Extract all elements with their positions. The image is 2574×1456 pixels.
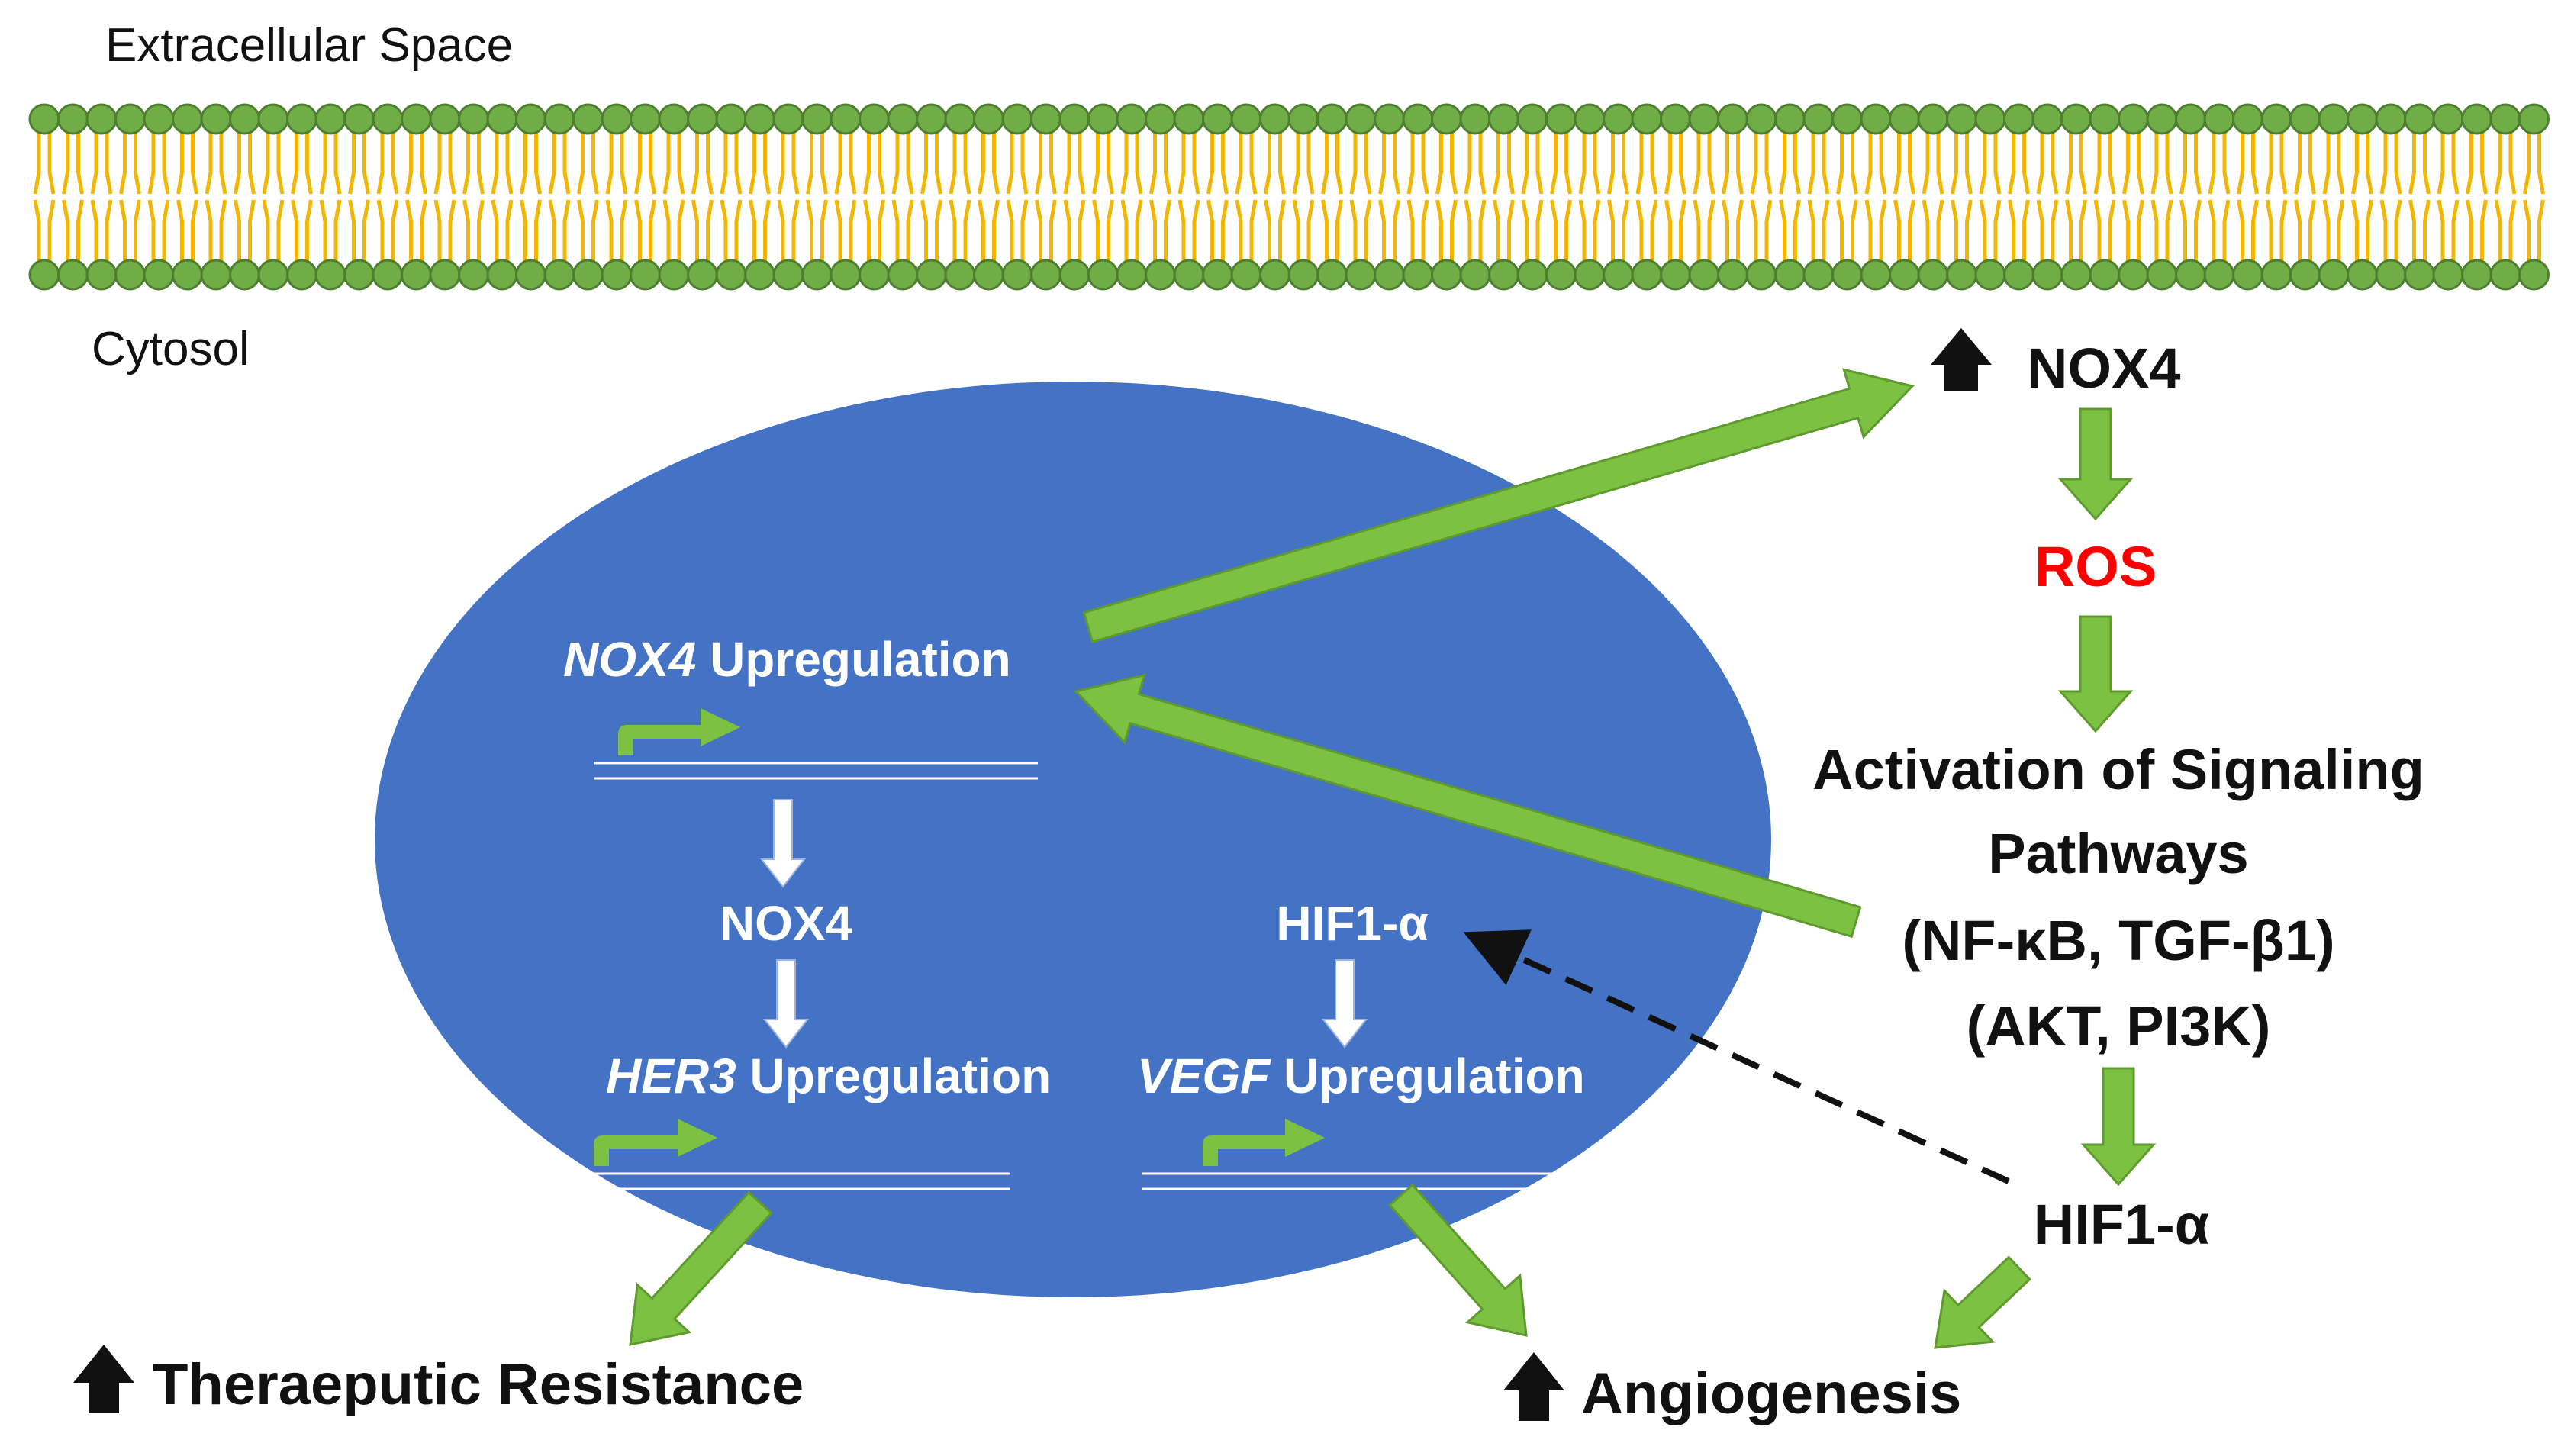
- angiogenesis-label: Angiogenesis: [1581, 1361, 1961, 1426]
- hif1a-nuclear-label: HIF1-α: [1276, 896, 1428, 951]
- nox4-protein-nuclear-label: NOX4: [720, 896, 853, 951]
- ros-label: ROS: [2034, 535, 2157, 598]
- green-arrow-nucleus-to-nox4: [1082, 368, 1915, 644]
- green-arrow-vegf-to-angiogenesis: [1387, 1183, 1528, 1337]
- dna-strand-vegf: [1142, 1172, 1587, 1190]
- nox4-upregulated-label: NOX4: [2027, 337, 2181, 400]
- white-arrow-gene-to-nox4: [759, 799, 807, 888]
- dna-strand-nox4: [594, 762, 1038, 780]
- nox4-upregulation-label: NOX4 Upregulation: [563, 632, 1011, 687]
- dna-strand-her3: [566, 1172, 1010, 1190]
- white-arrow-hif1a-to-vegf: [1321, 959, 1368, 1049]
- her3-upregulation-label: HER3 Upregulation: [606, 1049, 1051, 1103]
- transcription-start-arrow-icon: [1203, 1119, 1325, 1166]
- green-arrow-signaling-to-nox4-gene: [1074, 673, 1862, 939]
- green-arrow-nox4-to-ros: [2057, 407, 2134, 521]
- green-arrow-her3-to-resistance: [629, 1190, 773, 1346]
- dashed-arrow-hif1a-to-nucleus: [1463, 929, 2010, 1184]
- green-arrow-ros-to-activation: [2057, 615, 2134, 733]
- cell-membrane: [28, 103, 2550, 291]
- up-arrow-icon: [1503, 1352, 1564, 1421]
- white-arrow-nox4-to-her3: [762, 959, 810, 1049]
- activation-line-1: Activation of Signaling: [1812, 738, 2424, 801]
- nox4-gene-name: NOX4: [563, 632, 696, 687]
- extracellular-space-label: Extracellular Space: [105, 19, 513, 72]
- cytosol-label: Cytosol: [92, 323, 250, 375]
- up-arrow-icon: [1931, 328, 1992, 391]
- her3-upregulation-text: Upregulation: [736, 1049, 1051, 1103]
- transcription-start-arrow-icon: [594, 1119, 717, 1166]
- her3-gene-name: HER3: [606, 1049, 736, 1103]
- up-arrow-icon: [73, 1345, 134, 1413]
- nucleus: [375, 382, 1771, 1297]
- vegf-upregulation-label: VEGF Upregulation: [1137, 1049, 1585, 1103]
- green-arrow-hif1a-to-angiogenesis: [1934, 1255, 2031, 1349]
- green-arrows-layer: [629, 368, 2157, 1349]
- therapeutic-resistance-label: Theraeputic Resistance: [153, 1352, 804, 1417]
- vegf-upregulation-text: Upregulation: [1270, 1049, 1584, 1103]
- transcription-start-arrow-icon: [618, 708, 740, 755]
- nox4-upregulation-text: Upregulation: [696, 632, 1010, 687]
- activation-line-3: (NF-κB, TGF-β1): [1902, 909, 2334, 972]
- hif1a-right-label: HIF1-α: [2034, 1193, 2210, 1256]
- activation-line-4: (AKT, PI3K): [1967, 994, 2271, 1058]
- nucleus-label: Nucleus: [981, 1306, 1165, 1358]
- vegf-gene-name: VEGF: [1137, 1049, 1271, 1103]
- green-arrow-activation-to-hif1a: [2080, 1067, 2157, 1187]
- activation-line-2: Pathways: [1988, 822, 2248, 885]
